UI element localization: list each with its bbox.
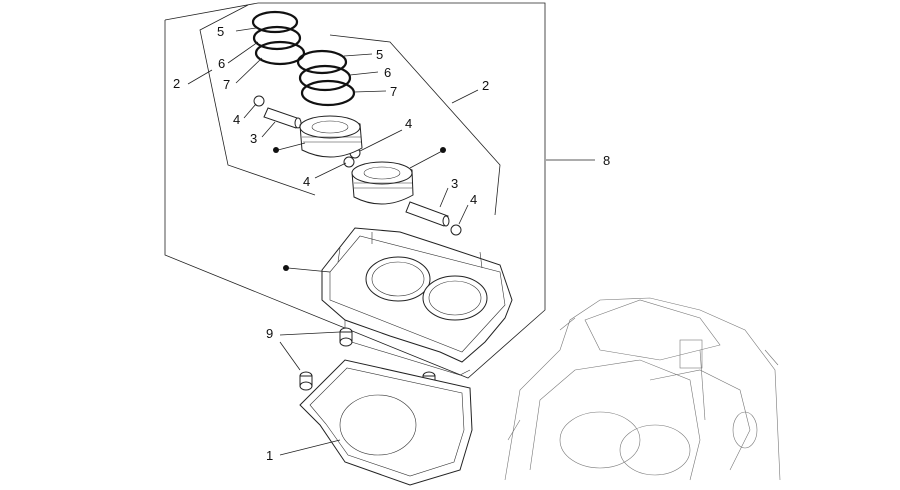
wrist-pin-left (263, 107, 302, 129)
cylinder-block (321, 227, 513, 376)
engine-ghost-illustration (504, 297, 781, 481)
circlip-left (253, 95, 265, 107)
callout-8: 8 (603, 153, 610, 168)
callout-3: 3 (250, 131, 257, 146)
callout-4: 4 (405, 116, 412, 131)
reference-dot (273, 147, 279, 153)
piston-left (299, 115, 363, 158)
wrist-pin-right (405, 201, 450, 227)
circlip-mid-2 (343, 156, 355, 168)
callout-4: 4 (470, 192, 477, 207)
circlip-right (450, 224, 462, 236)
piston-kit-frame-right (329, 34, 501, 216)
callout-5: 5 (217, 24, 224, 39)
callout-6: 6 (384, 65, 391, 80)
callout-4: 4 (233, 112, 240, 127)
piston-right (351, 161, 414, 205)
callout-4: 4 (303, 174, 310, 189)
assembly-frame (164, 2, 546, 379)
callout-7: 7 (223, 77, 230, 92)
assembly-frame-top (164, 2, 259, 21)
piston-rings-left (251, 10, 306, 66)
piston-rings-right (296, 49, 356, 107)
reference-dot (440, 147, 446, 153)
callout-6: 6 (218, 56, 225, 71)
callout-7: 7 (390, 84, 397, 99)
base-gasket (299, 359, 473, 486)
callout-9: 9 (266, 326, 273, 341)
callout-1: 1 (266, 448, 273, 463)
callout-5: 5 (376, 47, 383, 62)
piston-kit-frame-left (199, 4, 316, 196)
callout-2: 2 (482, 78, 489, 93)
reference-dot (283, 265, 289, 271)
callout-3: 3 (451, 176, 458, 191)
callout-2: 2 (173, 76, 180, 91)
leader-lines (187, 27, 595, 456)
